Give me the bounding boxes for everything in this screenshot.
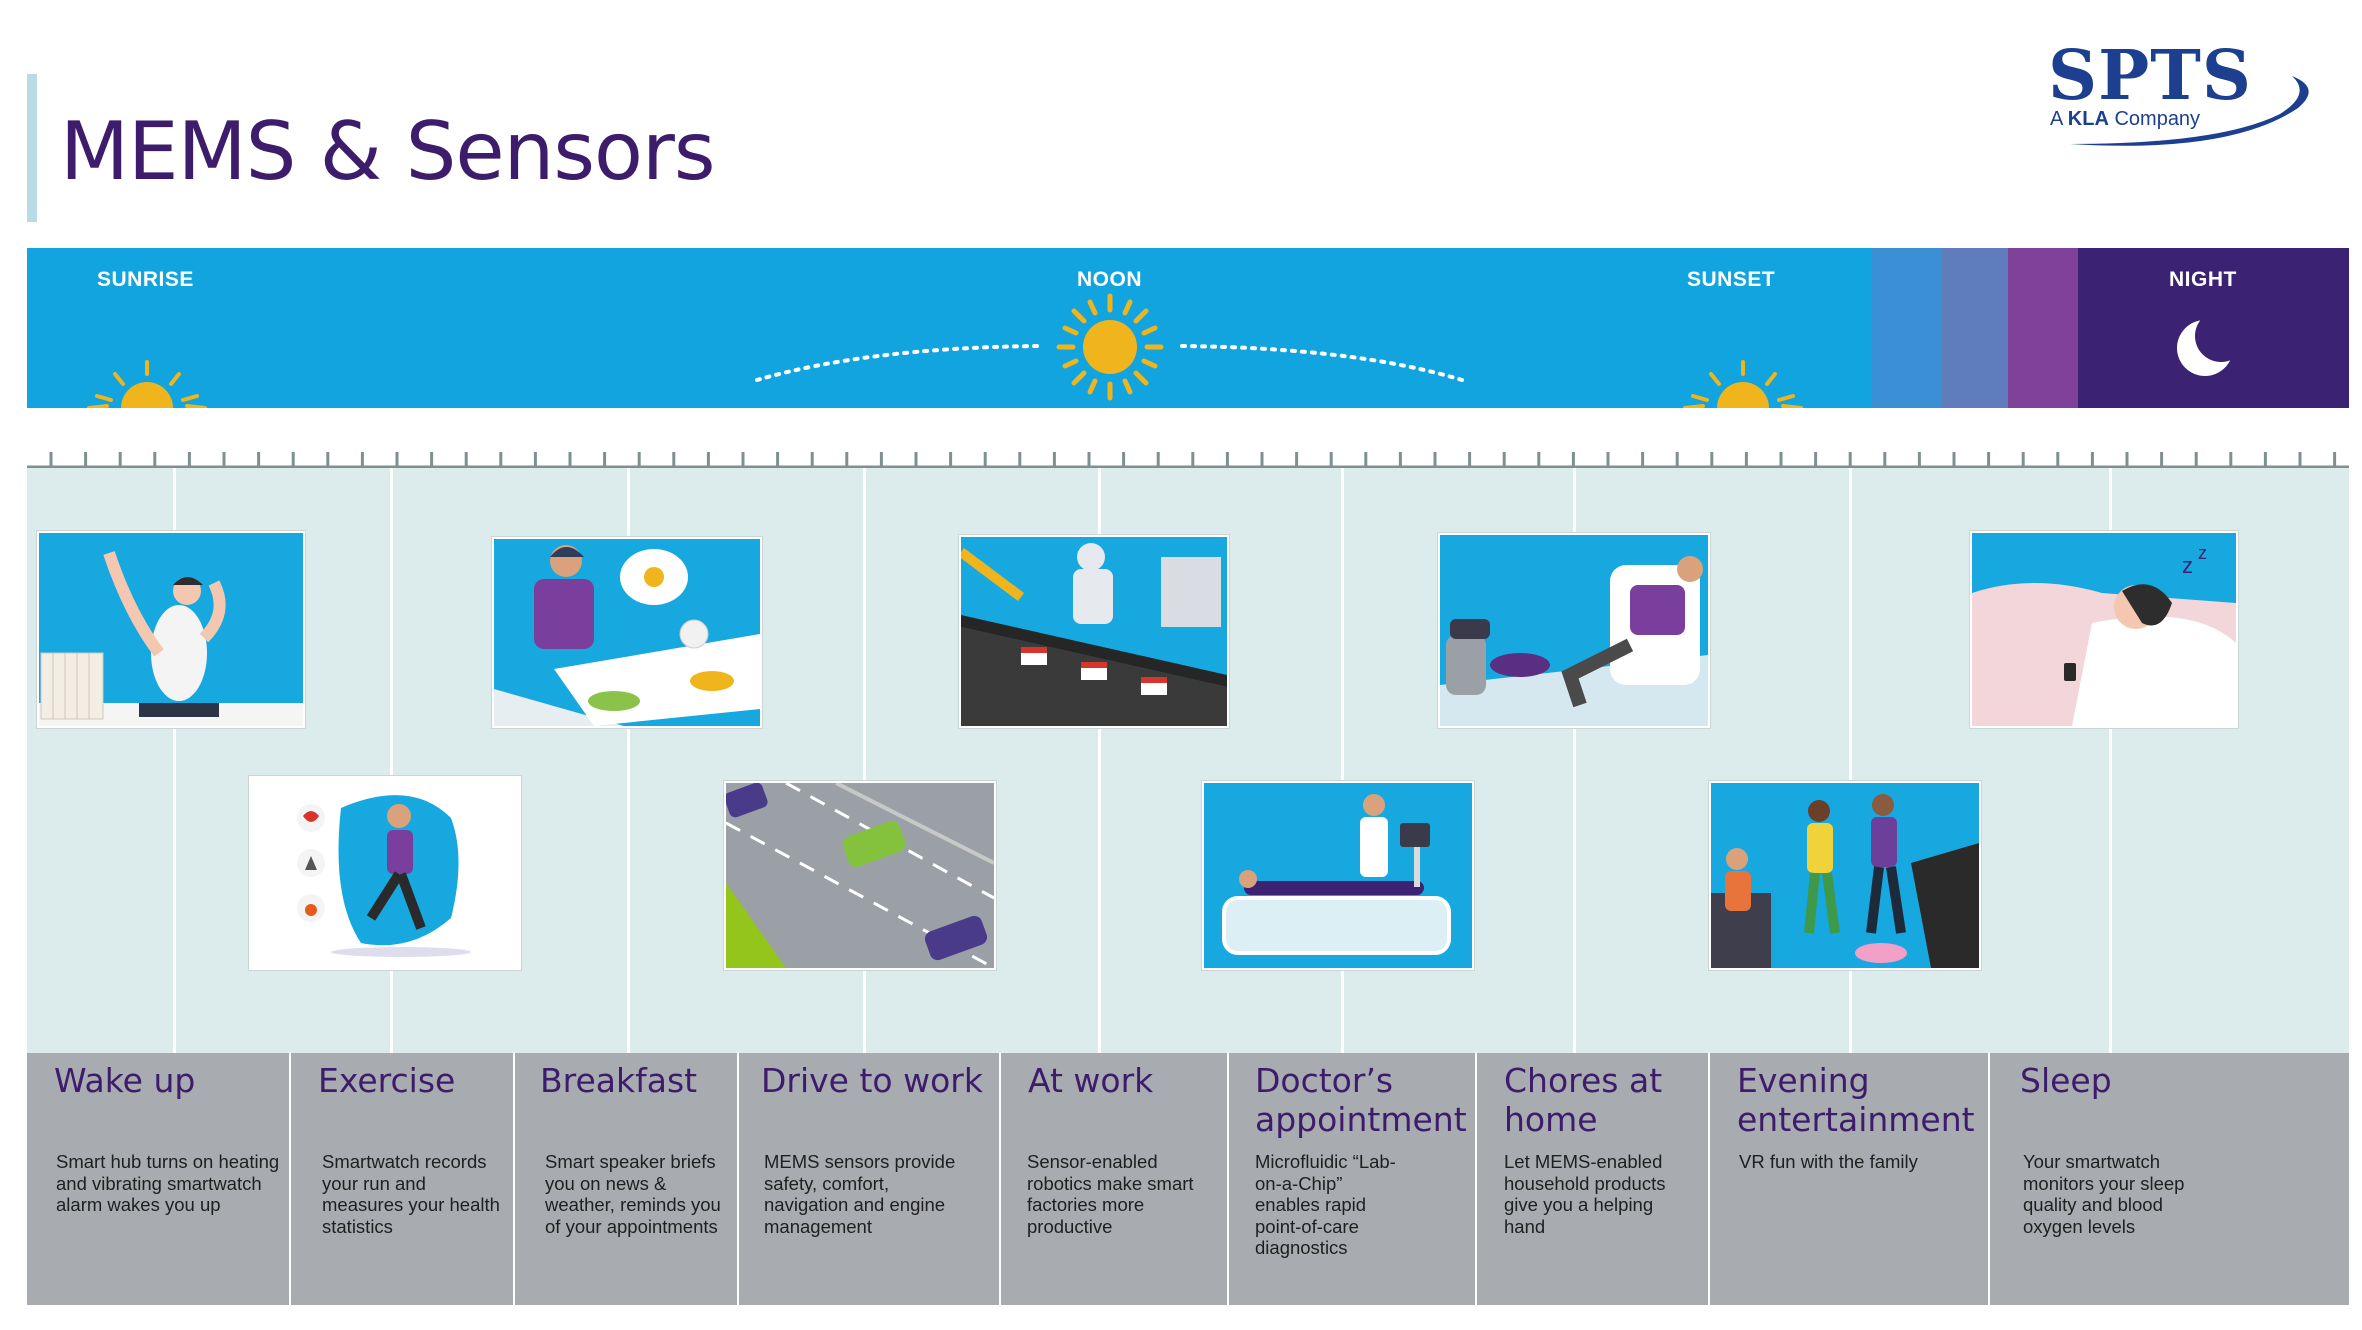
dusk-band-3: [2008, 248, 2078, 408]
stage-title: Breakfast: [540, 1061, 698, 1100]
stage-title: Exercise: [318, 1061, 456, 1100]
company-logo: SPTS A KLA Company: [2030, 36, 2330, 151]
stage-panel-drive-to-work: Drive to work MEMS sensors provide safet…: [739, 1053, 999, 1305]
stage-panel-evening-entertainment: Evening entertainment VR fun with the fa…: [1710, 1053, 1988, 1305]
stage-description: MEMS sensors provide safety, comfort, na…: [764, 1151, 956, 1237]
time-ruler: [27, 452, 2349, 469]
chores-illustration: [1438, 533, 1710, 728]
sunrise-label: SUNRISE: [97, 268, 194, 291]
timeline-divider: [1849, 468, 1852, 1053]
stage-description: Smartwatch records your run and measures…: [322, 1151, 500, 1237]
logo-wordmark: SPTS: [2048, 36, 2252, 116]
stage-description: Sensor-enabled robotics make smart facto…: [1027, 1151, 1194, 1237]
exercise-illustration: [249, 776, 521, 970]
drive-illustration: [724, 781, 996, 970]
stage-title: At work: [1028, 1061, 1154, 1100]
stage-description: Let MEMS-enabled household products give…: [1504, 1151, 1666, 1237]
stage-panel-exercise: Exercise Smartwatch records your run and…: [291, 1053, 513, 1305]
stage-title: Evening entertainment: [1737, 1061, 1975, 1139]
sleep-illustration: z z: [1970, 531, 2238, 728]
stage-title: Drive to work: [761, 1061, 983, 1100]
dusk-band-2: [1942, 248, 2008, 408]
sunrise-sun-icon: [87, 360, 207, 408]
day-sky-band: SUNRISE NOON SUNSET NIGHT: [27, 248, 2349, 408]
timeline-area: z z: [27, 468, 2349, 1053]
factory-illustration: [959, 535, 1229, 728]
stage-description: Smart speaker briefs you on news & weath…: [545, 1151, 721, 1237]
stage-description: VR fun with the family: [1739, 1151, 1918, 1172]
sun-path-graphics: [87, 293, 2247, 408]
stage-panel-sleep: Sleep Your smartwatch monitors your slee…: [1990, 1053, 2349, 1305]
stage-panel-wake-up: Wake up Smart hub turns on heating and v…: [27, 1053, 289, 1305]
vr-illustration: [1709, 781, 1981, 970]
logo-swoosh-icon: [2070, 76, 2309, 146]
sunset-label: SUNSET: [1687, 268, 1776, 291]
breakfast-illustration: [492, 537, 762, 728]
stage-title: Sleep: [2020, 1061, 2112, 1100]
doctor-illustration: [1202, 781, 1474, 970]
page-title: MEMS & Sensors: [60, 105, 716, 198]
stage-panel-chores-at-home: Chores at home Let MEMS-enabled househol…: [1477, 1053, 1708, 1305]
wake-up-illustration: [37, 531, 305, 728]
timeline-divider: [390, 468, 393, 1053]
svg-text:z: z: [2182, 553, 2193, 578]
timeline-divider: [1341, 468, 1344, 1053]
stage-title: Doctor’s appointment: [1255, 1061, 1467, 1139]
svg-text:z: z: [2198, 543, 2207, 563]
stage-description: Your smartwatch monitors your sleep qual…: [2023, 1151, 2185, 1237]
night-label: NIGHT: [2169, 268, 2237, 291]
noon-sun-icon: [1056, 293, 1164, 401]
moon-icon: [2177, 310, 2247, 376]
sunset-sun-icon: [1683, 360, 1803, 408]
logo-tagline: A KLA Company: [2050, 108, 2201, 130]
timeline-divider: [863, 468, 866, 1053]
timeline-divider: [1573, 468, 1576, 1053]
timeline-divider: [1098, 468, 1101, 1053]
stage-panel-at-work: At work Sensor-enabled robotics make sma…: [1001, 1053, 1227, 1305]
dusk-band-1: [1872, 248, 1942, 408]
stage-panel-breakfast: Breakfast Smart speaker briefs you on ne…: [515, 1053, 737, 1305]
noon-label: NOON: [1077, 268, 1142, 291]
stage-title: Wake up: [54, 1061, 196, 1100]
stage-panel-doctors-appointment: Doctor’s appointment Microfluidic “Lab-o…: [1229, 1053, 1475, 1305]
stage-title: Chores at home: [1504, 1061, 1663, 1139]
timeline-divider: [627, 468, 630, 1053]
stage-description: Smart hub turns on heating and vibrating…: [56, 1151, 280, 1215]
timeline-divider: [2109, 468, 2112, 1053]
title-accent-bar: [27, 74, 37, 222]
timeline-divider: [173, 468, 176, 1053]
stage-description: Microfluidic “Lab-on-a-Chip” enables rap…: [1255, 1151, 1396, 1258]
